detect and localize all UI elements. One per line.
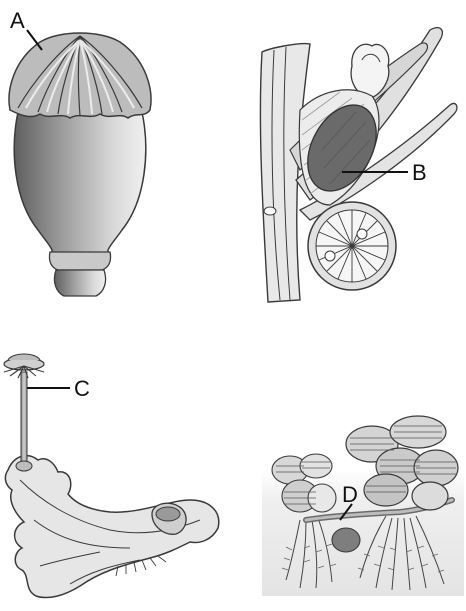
panel-c-thallus: C — [4, 354, 219, 598]
capsule-lid — [9, 33, 151, 118]
capsule-neck — [49, 252, 110, 270]
capsule-body — [14, 112, 145, 262]
panel-a-capsule: A — [9, 8, 151, 296]
label-a: A — [10, 8, 25, 33]
label-c: C — [74, 376, 90, 401]
panel-b-shoot: B — [260, 28, 457, 302]
receptacle-stalk — [21, 372, 27, 464]
label-d: D — [342, 482, 358, 507]
label-b: B — [412, 160, 427, 185]
panel-d-floating-plant: D — [262, 416, 464, 596]
thallus — [5, 456, 218, 598]
capsule-foot — [54, 270, 105, 296]
